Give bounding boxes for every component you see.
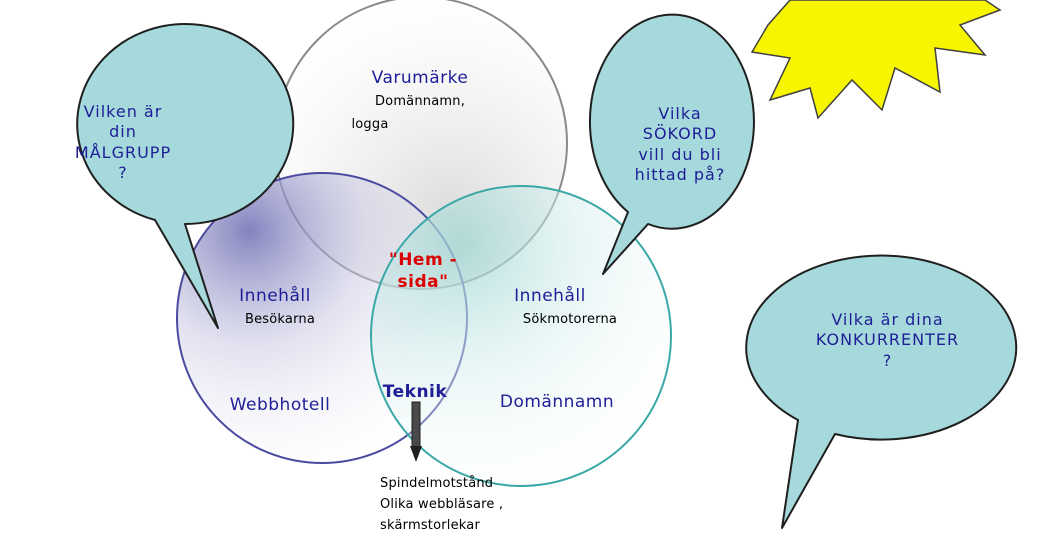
label-hemsida-1: "Hem - xyxy=(388,250,458,270)
bubble-sokord-text: Vilka SÖKORD vill du bli hittad på? xyxy=(620,104,740,186)
label-sokmotorerna: Sökmotorerna xyxy=(522,312,618,327)
label-innehall-left: Innehåll xyxy=(239,286,311,306)
label-innehall-right: Innehåll xyxy=(514,286,586,306)
bubble-konkurrenter xyxy=(745,254,1018,529)
bubble-konkurrenter-line3: ? xyxy=(882,350,893,370)
bubble-sokord-line3: vill du bli xyxy=(638,144,722,164)
bubble-konkurrenter-line2: KONKURRENTER xyxy=(815,330,960,350)
label-domannamn-right: Domännamn xyxy=(499,392,615,412)
bubble-malgrupp-line4: ? xyxy=(118,163,128,183)
bubble-sokord-line1: Vilka xyxy=(658,104,702,123)
label-webbhotell: Webbhotell xyxy=(229,395,331,415)
circle-sokmotorerna xyxy=(370,185,672,487)
pointer-arrow-icon xyxy=(411,401,421,449)
label-domannamn-top: Domännamn, xyxy=(374,94,466,109)
note-olika-webblasare: Olika webbläsare , xyxy=(380,497,504,512)
label-varumarke: Varumärke xyxy=(371,68,469,88)
bubble-malgrupp-line1: Vilken är xyxy=(83,102,163,121)
bubble-malgrupp-text: Vilken är din MÅLGRUPP ? xyxy=(58,102,188,184)
bubble-konkurrenter-line1: Vilka är dina xyxy=(831,310,944,329)
note-spindelmotstand: Spindelmotstånd xyxy=(380,476,494,491)
bubble-malgrupp xyxy=(76,23,295,329)
bubble-konkurrenter-text: Vilka är dina KONKURRENTER ? xyxy=(800,310,975,371)
bubble-sokord-line4: hittad på? xyxy=(634,165,726,185)
bubble-sokord-line2: SÖKORD xyxy=(642,124,718,144)
bubble-malgrupp-line2: din xyxy=(109,122,137,142)
pointer-arrow-head xyxy=(410,446,422,462)
label-besokarna: Besökarna xyxy=(244,312,316,327)
bubble-malgrupp-line3: MÅLGRUPP xyxy=(74,142,172,162)
note-skarmstorlekar: skärmstorlekar xyxy=(380,518,481,533)
bubble-sokord xyxy=(589,13,755,275)
label-logga: logga xyxy=(351,117,389,132)
yellow-star-burst-icon xyxy=(750,0,1002,120)
label-hemsida-2: sida" xyxy=(397,272,449,292)
label-teknik: Teknik xyxy=(382,382,448,402)
